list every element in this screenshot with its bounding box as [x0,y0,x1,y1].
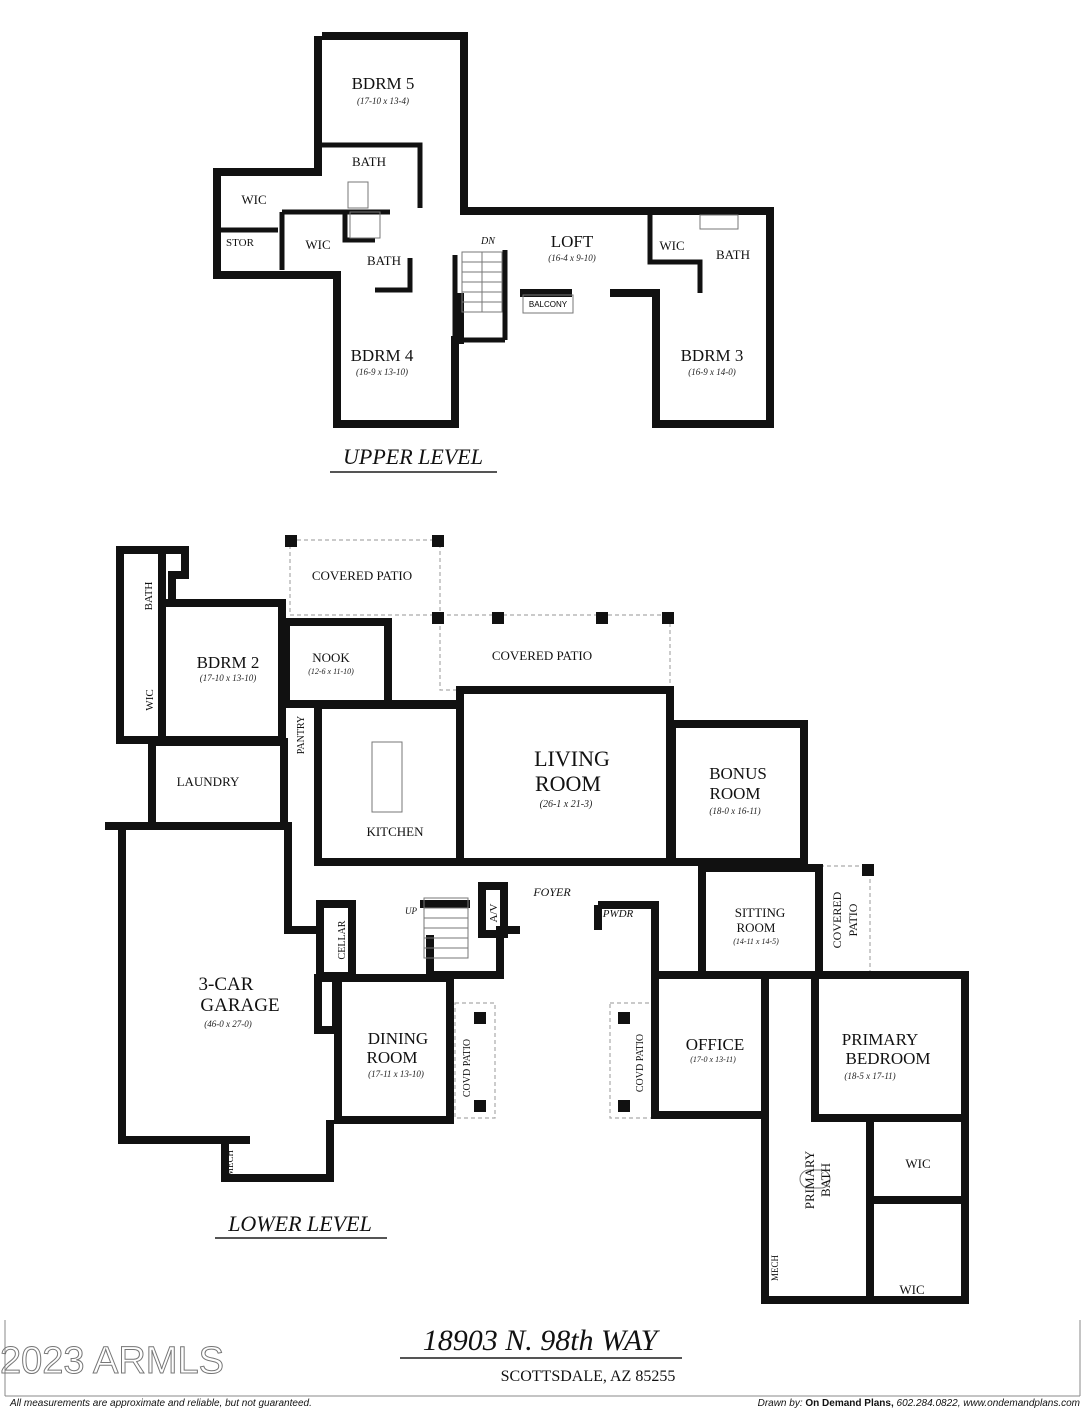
room-label: BONUS [709,764,767,783]
room-label: MECH [225,1150,235,1177]
watermark: 2023 ARMLS [0,1340,224,1382]
room-label: BDRM 3 [681,346,744,365]
room-label: BATH [143,582,155,611]
drawn-by-company: On Demand Plans, [805,1398,894,1409]
room-label: WIC [659,238,684,253]
room-label: COVERED [830,891,844,948]
room-dimensions: (14-11 x 14-5) [733,937,779,946]
stairs-direction: UP [405,906,417,916]
room-label: BDRM 4 [351,346,414,365]
room-label: COVD PATIO [462,1039,473,1097]
room-dimensions: (17-11 x 13-10) [368,1069,424,1079]
room-label: GARAGE [200,995,279,1016]
room-dimensions: (46-0 x 27-0) [204,1019,251,1029]
kitchen-island [371,741,403,813]
room-label: LAUNDRY [177,774,240,789]
room-label: DINING [368,1029,428,1048]
room-label: LOFT [551,232,594,251]
room-dimensions: (16-4 x 9-10) [548,253,595,263]
room-label: LIVING [534,746,610,771]
room-dimensions: (16-9 x 13-10) [356,367,408,377]
room-label: 3-CAR [199,974,254,995]
room-label: PATIO [846,903,860,936]
level-title: LOWER LEVEL [227,1211,372,1236]
drawn-by-label: Drawn by: [758,1398,803,1409]
stairs-direction: DN [480,236,496,247]
room-label: WIC [144,689,156,710]
room-label: SITTING [735,905,786,920]
address-street: 18903 N. 98th WAY [423,1324,661,1357]
lower-walls [105,546,969,1304]
room-dimensions: (17-0 x 13-11) [690,1055,736,1064]
room-label: PANTRY [296,716,307,755]
room-dimensions: (26-1 x 21-3) [540,799,593,810]
room-label: COVERED PATIO [492,648,592,663]
room-label: BEDROOM [845,1049,930,1068]
room-label: NOOK [312,650,350,665]
lower-level-plan: COVERED PATIO COVERED PATIO BATH BDRM 2 … [105,535,969,1304]
room-label: MECH [770,1255,780,1282]
room-label: BATH [716,247,750,262]
drawn-by: Drawn by: On Demand Plans, 602.284.0822,… [758,1398,1080,1409]
room-label: ROOM [366,1048,417,1067]
address-city: SCOTTSDALE, AZ 85255 [501,1368,676,1385]
room-label: WIC [241,192,266,207]
room-label: BALCONY [529,300,568,309]
room-label: WIC [905,1156,930,1171]
room-label: COVERED PATIO [312,568,412,583]
room-label: FOYER [532,885,571,899]
disclaimer: All measurements are approximate and rel… [9,1398,312,1409]
room-label: KITCHEN [366,824,424,839]
balcony-outline [522,294,574,314]
level-title: UPPER LEVEL [343,444,483,469]
room-dimensions: (16-9 x 14-0) [688,367,735,377]
room-label: BATH [352,154,386,169]
patio-posts [285,535,874,1112]
room-label: OFFICE [686,1035,745,1054]
room-label: STOR [226,237,255,249]
room-label: ROOM [736,920,775,935]
drawn-by-contact: 602.284.0822, www.ondemandplans.com [897,1398,1080,1409]
room-label: PRIMARY [842,1030,919,1049]
upper-interior-walls [217,142,703,343]
room-label: ROOM [535,771,601,796]
room-dimensions: (17-10 x 13-10) [200,673,256,683]
room-dimensions: (12-6 x 11-10) [308,667,354,676]
room-label: BDRM 5 [352,74,415,93]
room-label: WIC [305,237,330,252]
room-label: PRIMARY [802,1150,817,1209]
room-label: ROOM [709,784,760,803]
room-label: WIC [899,1282,924,1297]
room-dimensions: (18-5 x 17-11) [844,1071,895,1081]
room-label: CELLAR [337,920,348,959]
room-dimensions: (17-10 x 13-4) [357,96,409,106]
upper-exterior-wall [213,32,774,428]
room-label: A/V [488,903,500,922]
room-label: BATH [818,1163,833,1197]
room-label: COVD PATIO [635,1034,646,1092]
room-label: BDRM 2 [197,653,260,672]
bathtub-icon [799,1169,831,1189]
room-dimensions: (18-0 x 16-11) [709,806,760,816]
room-label: BATH [367,253,401,268]
room-label: PWDR [602,908,634,920]
upper-level-plan: BDRM 5 (17-10 x 13-4) BATH WIC STOR WIC … [213,32,774,473]
bathtub-icon [699,214,739,230]
